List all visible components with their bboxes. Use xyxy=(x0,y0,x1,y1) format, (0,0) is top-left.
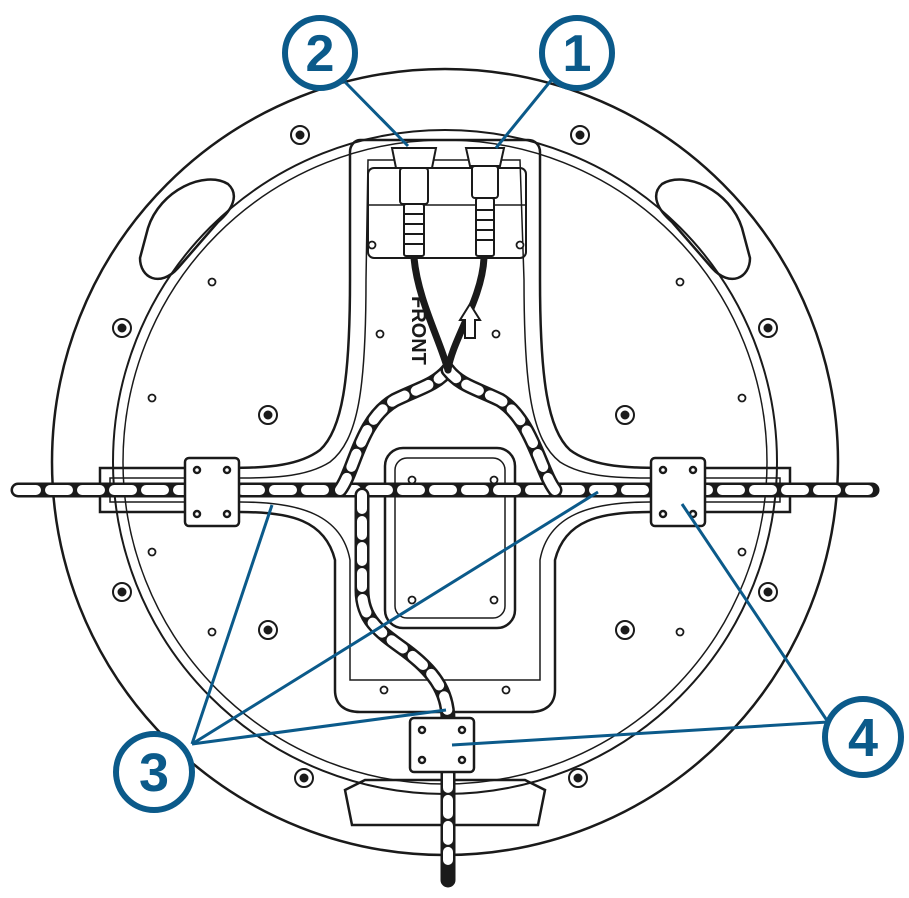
screw-large-center xyxy=(620,625,630,635)
screw-small xyxy=(367,240,377,250)
screw-small xyxy=(515,240,525,250)
screw-small xyxy=(147,547,157,557)
callout-leaders xyxy=(190,77,830,747)
cables xyxy=(10,254,880,888)
screw-small xyxy=(675,627,685,637)
right-handle-slot xyxy=(654,178,752,280)
callout-1: 1 xyxy=(539,15,615,91)
screws xyxy=(112,125,778,788)
mounting-plate xyxy=(98,138,792,714)
callout-2: 2 xyxy=(282,15,358,91)
screw-small xyxy=(737,547,747,557)
screw-large-center xyxy=(117,323,127,333)
leader-4a xyxy=(680,503,830,723)
leader-3b xyxy=(191,490,599,746)
screw-large-center xyxy=(575,130,585,140)
screw-large-center xyxy=(263,410,273,420)
screw-large-center xyxy=(295,130,305,140)
screw-small xyxy=(491,329,501,339)
leader-1 xyxy=(494,77,555,149)
cable-to-connector-2 xyxy=(410,254,452,374)
left-handle-slot xyxy=(138,178,236,280)
callout-4-number: 4 xyxy=(848,708,878,768)
callout-1-number: 1 xyxy=(563,25,592,83)
screw-small xyxy=(737,393,747,403)
screw-large-center xyxy=(763,587,773,597)
screw-small xyxy=(207,277,217,287)
connector-bracket xyxy=(367,167,527,259)
callout-3-number: 3 xyxy=(139,743,169,803)
screw-small xyxy=(147,393,157,403)
bottom-tab xyxy=(343,778,547,827)
plate-outline xyxy=(98,138,792,714)
front-label: FRONT xyxy=(407,296,429,365)
screw-large-center xyxy=(117,587,127,597)
cable-clamp-left xyxy=(183,456,241,528)
plate-inner-outline xyxy=(109,159,781,681)
up-arrow-icon xyxy=(458,302,482,339)
screw-large-center xyxy=(620,410,630,420)
screw-large-center xyxy=(573,773,583,783)
screw-small xyxy=(675,277,685,287)
center-pad xyxy=(383,446,517,630)
screw-large-center xyxy=(763,323,773,333)
screw-large-center xyxy=(263,625,273,635)
cable-clamp-bottom xyxy=(408,716,476,774)
screw-small xyxy=(407,595,417,605)
cable-left-curve-stripes xyxy=(335,365,453,495)
screw-small xyxy=(375,329,385,339)
cable-clamps xyxy=(183,456,707,774)
screw-small xyxy=(489,595,499,605)
connectors xyxy=(390,147,506,257)
screw-small xyxy=(501,685,511,695)
callout-4: 4 xyxy=(822,696,904,778)
screw-small xyxy=(489,475,499,485)
center-pad-inner xyxy=(394,457,506,619)
callout-2-number: 2 xyxy=(306,25,335,83)
cable-right-curve-stripes xyxy=(443,365,560,495)
leader-2 xyxy=(343,80,410,148)
connector-1 xyxy=(464,147,506,257)
screw-large-center xyxy=(299,773,309,783)
callout-3: 3 xyxy=(113,731,195,813)
leader-3a xyxy=(190,504,274,745)
cable-clamp-right xyxy=(649,456,707,528)
screw-small xyxy=(407,475,417,485)
leader-4b xyxy=(451,720,829,747)
connector-2 xyxy=(390,147,438,257)
leader-3c xyxy=(191,708,447,746)
screw-small xyxy=(207,627,217,637)
screw-small xyxy=(379,685,389,695)
cable-down-stripes xyxy=(357,490,453,865)
